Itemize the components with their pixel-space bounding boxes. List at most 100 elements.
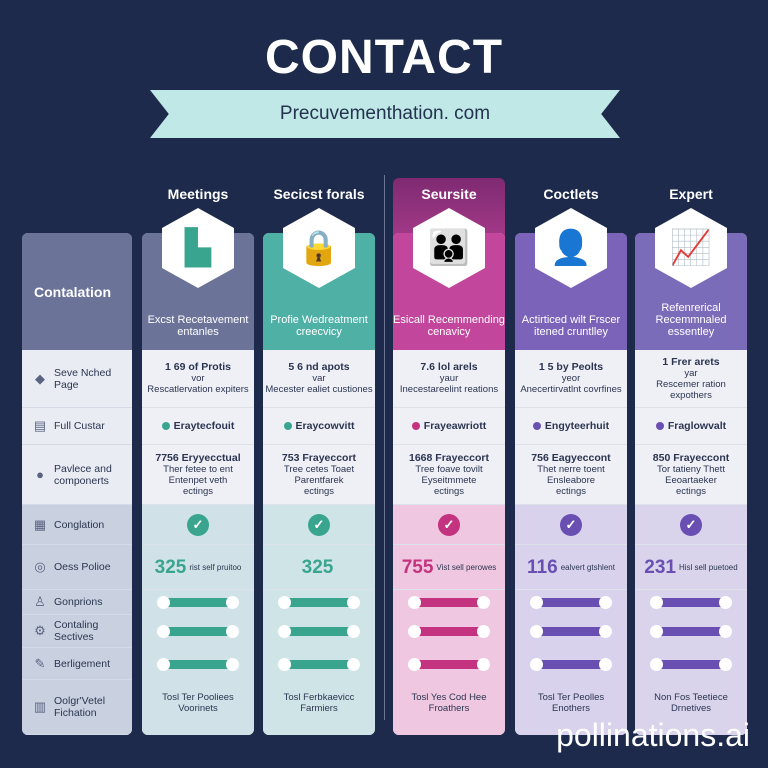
subtitle-text: Precuvementhation. com xyxy=(279,103,491,124)
plan-stat: 1 Frer arets xyxy=(662,355,720,368)
plan-stat-detail: Inecestareelint reations xyxy=(399,384,499,395)
plan-stat: 1 5 by Peolts xyxy=(538,361,604,373)
feature-slider[interactable] xyxy=(157,657,239,671)
plan-footer: Non Fos Teetiece Drnetives xyxy=(654,692,728,714)
price-value: 325 xyxy=(154,556,187,578)
feature-slider[interactable] xyxy=(408,625,490,638)
plan-footer: Tosl Ferbkaevicc Farmiers xyxy=(283,692,355,714)
price-value: 755 xyxy=(401,556,434,578)
feature-slider[interactable] xyxy=(650,625,732,638)
plan-stat-unit: vor xyxy=(191,373,205,384)
feature-label: Pavlece and componerts xyxy=(54,462,112,487)
status-dot-icon xyxy=(411,421,420,430)
globe-icon: ◎ xyxy=(34,559,46,574)
feature-slider[interactable] xyxy=(278,657,360,671)
price-value: 116 xyxy=(527,556,558,578)
feature-title: 756 Eagyeccont xyxy=(531,451,611,464)
feature-label: Oolgr'Vetel Fichation xyxy=(54,695,106,719)
feature-detail: Tree cetes Toaet Parentfarek ectings xyxy=(283,463,355,497)
feature-title: 753 Frayeccort xyxy=(281,451,357,464)
feature-label: Oess Polioe xyxy=(54,561,111,573)
feature-label-row: ● Pavlece and componerts xyxy=(22,445,132,505)
plan-title: Coctlets xyxy=(543,186,599,202)
feature-label: Berligement xyxy=(54,657,111,670)
feature-slider[interactable] xyxy=(408,596,490,609)
feature-slider[interactable] xyxy=(650,657,732,671)
check-icon: ✓ xyxy=(680,513,702,536)
status-text: Frayeawriott xyxy=(423,419,487,432)
feature-title: 7756 Eryyecctual xyxy=(155,451,241,464)
feature-labels-column: Contalation ◆Seve Nched Page▤Full Custar… xyxy=(22,233,132,735)
price-note: ealvert gtshlent xyxy=(560,562,615,572)
plan-stat-detail: Rescatlervation expiters xyxy=(147,384,249,395)
feature-label: Seve Nched Page xyxy=(54,366,112,391)
plan-stat: 1 69 of Protis xyxy=(165,361,231,373)
status-dot-icon xyxy=(655,421,664,430)
settings-icon: ⚙ xyxy=(34,623,46,638)
plan-title: Meetings xyxy=(167,186,229,202)
feature-label: Gonprions xyxy=(54,596,103,608)
feature-detail: Ther fetee to ent Entenpet veth ectings xyxy=(163,463,233,497)
plan-stat: 5 6 nd apots xyxy=(288,361,350,373)
plan-status: Frayeawriott xyxy=(393,408,505,445)
feature-label-row: ♙Gonprions xyxy=(22,590,132,615)
feature-detail: Tree foave tovilt Eyseitmmete ectings xyxy=(415,463,483,497)
divider xyxy=(384,175,385,720)
check-icon: ✓ xyxy=(560,513,582,536)
feature-title: 850 Frayeccont xyxy=(652,451,730,464)
check-icon: ✓ xyxy=(308,513,330,536)
labels-header: Contalation xyxy=(22,233,132,350)
feature-slider[interactable] xyxy=(408,657,490,671)
pen-icon: ✎ xyxy=(34,655,46,671)
feature-slider[interactable] xyxy=(157,596,239,609)
plan-column[interactable]: Refenrerical Recemmnaled essentley 1 Fre… xyxy=(635,233,747,735)
feature-label: Contaling Sectives xyxy=(54,619,99,643)
price-value: 325 xyxy=(301,556,334,578)
calendar-icon: ▦ xyxy=(33,516,47,532)
plan-title: Secicst forals xyxy=(273,186,365,202)
feature-slider[interactable] xyxy=(530,657,612,671)
plan-column[interactable]: Excst Recetavement entanles 1 69 of Prot… xyxy=(142,233,254,735)
status-text: Engyteerhuit xyxy=(544,419,610,432)
clipboard-icon: ▥ xyxy=(33,699,47,714)
feature-slider[interactable] xyxy=(650,596,732,609)
feature-slider[interactable] xyxy=(278,625,360,638)
feature-label-row: ◆ Seve Nched Page xyxy=(22,350,132,408)
feature-label-row: ◎ Oess Polioe xyxy=(22,545,132,590)
plan-stat: 7.6 lol arels xyxy=(420,361,478,373)
plan-column[interactable]: Profie Wedreatment creecvicy 5 6 nd apot… xyxy=(263,233,375,735)
document-icon: ▤ xyxy=(33,418,47,433)
user-icon: ● xyxy=(36,467,44,482)
status-dot-icon xyxy=(283,421,292,430)
location-pin-icon: ◆ xyxy=(35,370,45,386)
subtitle-ribbon: Precuvementhation. com xyxy=(150,90,620,138)
plan-status: Engyteerhuit xyxy=(515,408,627,445)
price-note: Hisl sell puetoed xyxy=(679,562,738,572)
plan-price: 325 xyxy=(301,556,337,578)
plan-column[interactable]: Esicall Recemmending cenavicy 7.6 lol ar… xyxy=(393,233,505,735)
plan-stat-unit: var xyxy=(312,373,326,384)
plan-column[interactable]: Actirticed wilt Frscer itened cruntlley … xyxy=(515,233,627,735)
check-icon: ✓ xyxy=(187,513,209,536)
feature-slider[interactable] xyxy=(157,625,239,638)
status-text: Eraytecfouit xyxy=(173,419,235,432)
feature-title: 1668 Frayeccort xyxy=(409,451,489,464)
price-value: 231 xyxy=(644,556,676,578)
feature-label-row: ⚙ Contaling Sectives xyxy=(22,615,132,648)
feature-slider[interactable] xyxy=(278,596,360,609)
check-icon: ✓ xyxy=(438,513,460,536)
plan-stat-detail: Rescemer ration expothers xyxy=(656,378,726,401)
feature-slider[interactable] xyxy=(530,596,612,609)
watermark: pollinations.ai xyxy=(556,717,750,753)
plan-status: Eraytecfouit xyxy=(142,408,254,445)
feature-detail: Thet nerre toent Ensleabore ectings xyxy=(537,463,605,497)
status-dot-icon xyxy=(532,421,541,430)
feature-slider[interactable] xyxy=(530,625,612,638)
